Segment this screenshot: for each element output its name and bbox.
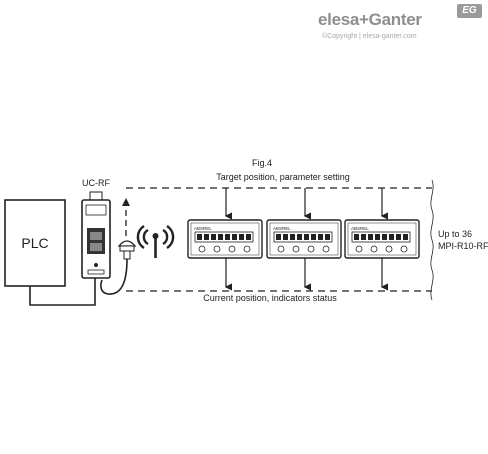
uc-rf-label: UC-RF: [82, 178, 110, 188]
plc-cable: [29, 278, 96, 306]
device-header-1: ABSREL: [194, 226, 212, 231]
mpi-device-3: ABSREL: [344, 219, 420, 259]
note-line-2: MPI-R10-RF: [438, 241, 488, 251]
mpi-device-1: ABSREL: [187, 219, 263, 259]
antenna: [100, 240, 137, 295]
brand-logo-text: elesa+Ganter: [318, 10, 422, 29]
top-bus-label: Target position, parameter setting: [216, 172, 350, 182]
figure-title: Fig.4: [252, 158, 272, 168]
brand-logo: elesa+Ganter: [318, 10, 422, 30]
wireless-signal-icon: [136, 224, 175, 258]
device-header-3: ABSREL: [351, 226, 369, 231]
copyright-text: ©Copyright | elesa-ganter.com: [322, 33, 417, 40]
bottom-bus-label: Current position, indicators status: [203, 293, 337, 303]
break-line: [430, 179, 434, 301]
plc-box: [4, 199, 66, 287]
uplink-arrowhead: [122, 198, 130, 206]
plc-label: PLC: [21, 235, 48, 251]
brand-badge: EG: [457, 4, 482, 18]
mpi-device-2: ABSREL: [266, 219, 342, 259]
uc-rf-device: [81, 191, 111, 279]
device-header-2: ABSREL: [273, 226, 291, 231]
note-line-1: Up to 36: [438, 229, 472, 239]
